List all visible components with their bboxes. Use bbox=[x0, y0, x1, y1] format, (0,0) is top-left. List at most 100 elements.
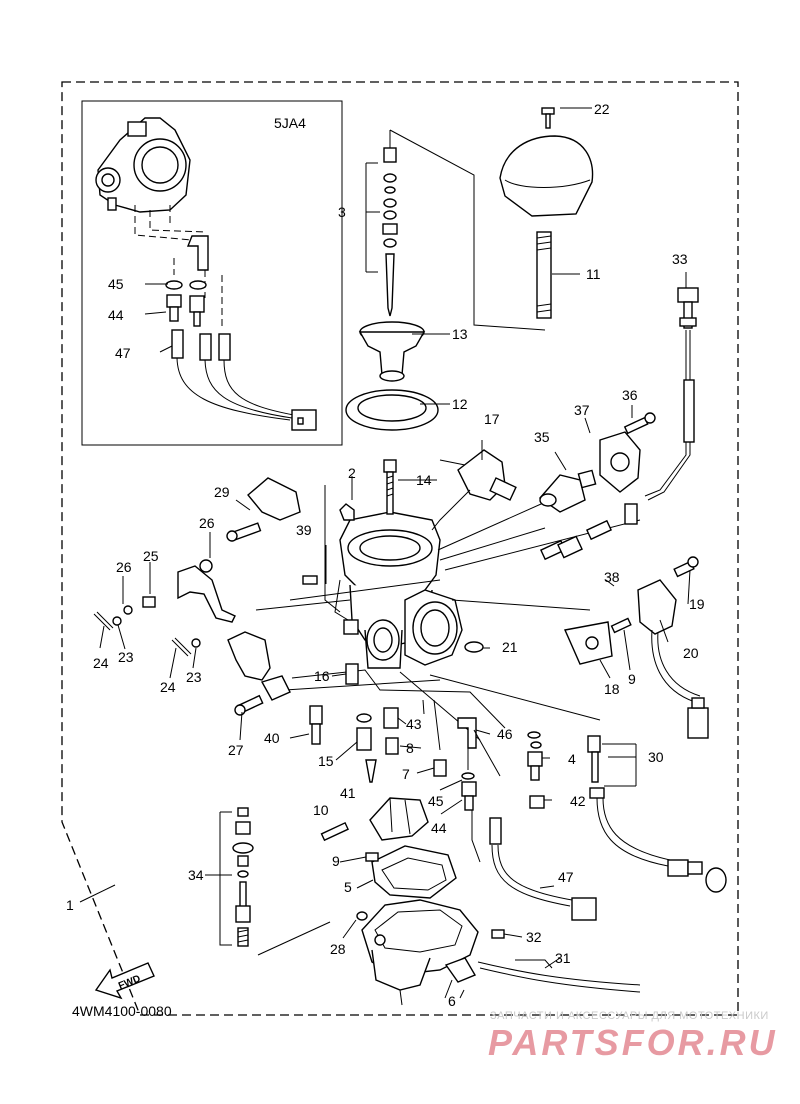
label-8: 8 bbox=[406, 740, 414, 756]
collar-25 bbox=[142, 596, 156, 608]
cable-guide-35 bbox=[538, 469, 597, 513]
plug-28 bbox=[356, 911, 368, 921]
screw-39 bbox=[302, 575, 318, 585]
label-4: 4 bbox=[568, 751, 576, 767]
diaphragm bbox=[345, 389, 439, 431]
linkage-29 bbox=[226, 477, 301, 542]
label-37: 37 bbox=[574, 402, 590, 418]
throttle-spring bbox=[536, 231, 552, 319]
label-39: 39 bbox=[296, 522, 312, 538]
air-screw bbox=[339, 503, 355, 521]
label-43: 43 bbox=[406, 716, 422, 732]
drain-plug-6 bbox=[444, 957, 477, 983]
cable-47-lower bbox=[489, 817, 597, 921]
label-19: 19 bbox=[689, 596, 705, 612]
lever-26 bbox=[177, 559, 236, 623]
label-18: 18 bbox=[604, 681, 620, 697]
inset-throttle-body bbox=[95, 117, 191, 213]
label-38: 38 bbox=[604, 569, 620, 585]
cable-bracket-37 bbox=[599, 431, 641, 493]
label-32: 32 bbox=[526, 929, 542, 945]
label-6: 6 bbox=[448, 993, 456, 1009]
label-9b: 9 bbox=[332, 853, 340, 869]
diaphragm-cover bbox=[499, 107, 594, 217]
o-ring-21 bbox=[464, 641, 484, 653]
label-47a: 47 bbox=[115, 345, 131, 361]
inset-box bbox=[81, 100, 343, 446]
pilot-screw bbox=[383, 459, 397, 515]
label-46: 46 bbox=[497, 726, 513, 742]
starter-plunger bbox=[431, 449, 517, 531]
cotter-pin-24b bbox=[171, 637, 192, 657]
watermark-tagline: ЗАПЧАСТИ И АКСЕССУАРЫ ДЛЯ МОТОТЕХНИКИ bbox=[490, 1010, 769, 1022]
label-3: 3 bbox=[338, 204, 346, 220]
label-24b: 24 bbox=[160, 679, 176, 695]
label-10: 10 bbox=[313, 802, 329, 818]
label-41: 41 bbox=[340, 785, 356, 801]
filter-43 bbox=[383, 707, 399, 729]
label-22: 22 bbox=[594, 101, 610, 117]
label-1: 1 bbox=[66, 897, 74, 913]
screw-36 bbox=[623, 412, 656, 435]
sensor-20 bbox=[637, 579, 709, 739]
label-34: 34 bbox=[188, 867, 204, 883]
inset-wire-harness bbox=[171, 329, 317, 431]
label-14: 14 bbox=[416, 472, 432, 488]
label-21: 21 bbox=[502, 639, 518, 655]
label-45b: 45 bbox=[428, 793, 444, 809]
washer-23a bbox=[112, 616, 122, 626]
bracket-46 bbox=[457, 717, 477, 749]
label-44a: 44 bbox=[108, 307, 124, 323]
fwd-arrow: FWD bbox=[94, 962, 155, 1000]
inset-bracket bbox=[186, 235, 209, 271]
washer-23b bbox=[191, 638, 201, 648]
jet-16 bbox=[345, 663, 359, 685]
plate-18 bbox=[564, 621, 613, 665]
label-47b: 47 bbox=[558, 869, 574, 885]
label-45a: 45 bbox=[108, 276, 124, 292]
label-31: 31 bbox=[555, 950, 571, 966]
gasket-5 bbox=[371, 845, 457, 899]
diagram-frame bbox=[61, 81, 739, 1016]
label-33: 33 bbox=[672, 251, 688, 267]
label-40: 40 bbox=[264, 730, 280, 746]
label-15: 15 bbox=[318, 753, 334, 769]
label-30: 30 bbox=[648, 749, 664, 765]
label-26a: 26 bbox=[116, 559, 132, 575]
inset-jet-assembly bbox=[165, 280, 183, 322]
label-35: 35 bbox=[534, 429, 550, 445]
jet-8 bbox=[385, 737, 399, 755]
spring-set-4 bbox=[527, 731, 543, 781]
screw-19 bbox=[673, 556, 699, 578]
needle-10 bbox=[320, 821, 349, 842]
label-17: 17 bbox=[484, 411, 500, 427]
label-23b: 23 bbox=[186, 669, 202, 685]
washer-26 bbox=[123, 605, 133, 615]
hose-31 bbox=[477, 961, 641, 993]
label-36: 36 bbox=[622, 387, 638, 403]
label-7: 7 bbox=[402, 766, 410, 782]
lever-assembly bbox=[227, 631, 291, 701]
label-20: 20 bbox=[683, 645, 699, 661]
label-2: 2 bbox=[348, 465, 356, 481]
label-29: 29 bbox=[214, 484, 230, 500]
label-9a: 9 bbox=[628, 671, 636, 687]
cotter-pin-24a bbox=[93, 611, 114, 631]
vacuum-piston bbox=[358, 321, 426, 382]
jet-40 bbox=[309, 705, 323, 745]
float-41 bbox=[369, 797, 429, 841]
inset-model-label: 5JA4 bbox=[274, 115, 306, 131]
intake-port bbox=[404, 589, 463, 666]
label-24a: 24 bbox=[93, 655, 109, 671]
throttle-cable bbox=[624, 287, 699, 525]
drain-set-34 bbox=[219, 807, 254, 947]
tps-44-lower bbox=[461, 781, 477, 811]
jet-7 bbox=[433, 759, 447, 777]
label-12: 12 bbox=[452, 396, 468, 412]
label-44b: 44 bbox=[431, 820, 447, 836]
label-11: 11 bbox=[586, 266, 601, 282]
label-13: 13 bbox=[452, 326, 468, 342]
screw-32 bbox=[491, 929, 505, 939]
label-28: 28 bbox=[330, 941, 346, 957]
